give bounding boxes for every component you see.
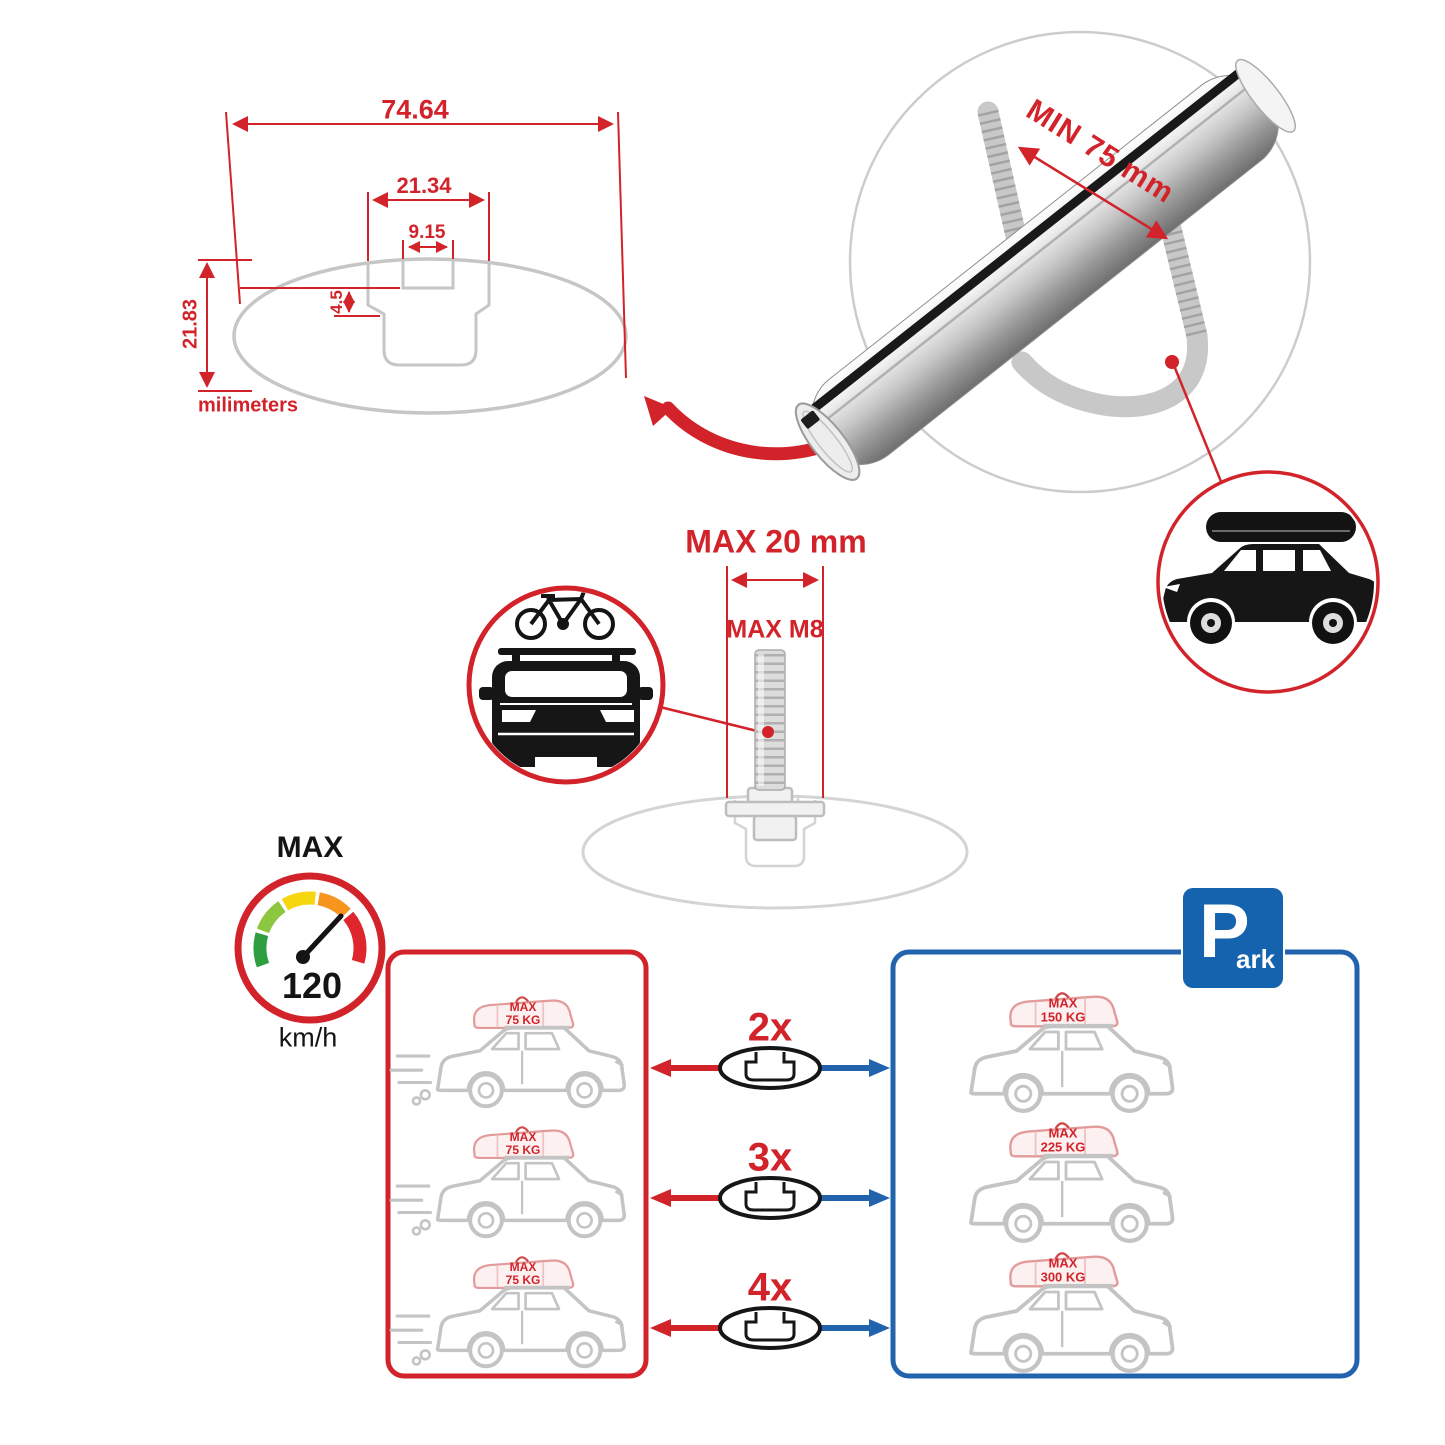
crossbar-profile-icon [744, 1182, 796, 1212]
bolt-diagram [581, 566, 969, 910]
load-label: MAX 75 KG [505, 999, 541, 1027]
roof-crossbar [498, 648, 636, 655]
bar-render [794, 30, 1312, 494]
roof-box [1206, 512, 1356, 542]
gauge-unit: km/h [278, 1022, 338, 1053]
load-max: MAX [509, 1129, 537, 1144]
zoom-circle [848, 30, 1312, 494]
right-arrowhead [869, 1189, 890, 1207]
crossbar-count-row-1 [650, 1046, 890, 1090]
thread-label: MAX M8 [726, 615, 824, 644]
badge-pointer-line [1173, 367, 1224, 485]
dimension-lines [198, 111, 627, 392]
load-value: 300 KG [1040, 1270, 1086, 1285]
crossbar-profile-icon [744, 1052, 796, 1082]
dim-upper-width: 21.34 [396, 173, 452, 198]
load-max: MAX [1048, 1255, 1078, 1271]
count-label-3: 4x [747, 1265, 793, 1310]
load-value: 75 KG [505, 1273, 541, 1287]
left-arrowhead [650, 1059, 671, 1077]
bolt-pointer-line [659, 705, 758, 733]
t-slot-adapter [724, 786, 826, 842]
load-label: MAX 150 KG [1040, 995, 1086, 1026]
bike-car-badge [466, 585, 758, 785]
load-label: MAX 225 KG [1040, 1125, 1086, 1156]
gauge-arc [253, 891, 367, 968]
gauge-title: MAX [276, 831, 344, 864]
threaded-bolt [754, 649, 786, 791]
roofbox-car-badge [1156, 470, 1380, 694]
park-letter: P [1199, 889, 1250, 974]
max-length-label: MAX 20 mm [685, 523, 867, 560]
load-label: MAX 300 KG [1040, 1255, 1086, 1286]
dim-height: 21.83 [179, 298, 202, 350]
cross-section-diagram [198, 111, 852, 461]
load-label: MAX 75 KG [505, 1259, 541, 1287]
bicycle-icon [515, 591, 615, 640]
count-label-2: 3x [747, 1135, 793, 1180]
speed-gauge [234, 872, 386, 1024]
gauge-value: 120 [281, 965, 343, 1006]
load-value: 75 KG [505, 1143, 541, 1157]
load-label: MAX 75 KG [505, 1129, 541, 1157]
load-max: MAX [1048, 1125, 1078, 1141]
gauge-needle [300, 913, 344, 960]
load-max: MAX [509, 1259, 537, 1274]
load-max: MAX [1048, 995, 1078, 1011]
bolt-dimension-lines [726, 566, 824, 798]
dim-total-width: 74.64 [381, 94, 449, 125]
dim-slot-depth: 4.5 [327, 290, 346, 314]
load-value: 75 KG [505, 1013, 541, 1027]
units-label: milimeters [198, 394, 299, 417]
crossbar-count-row-3 [650, 1306, 890, 1350]
crossbar-count-row-2 [650, 1176, 890, 1220]
crossbar-profile-icon [744, 1312, 796, 1342]
right-arrowhead [869, 1319, 890, 1337]
park-sign: P ark [1183, 888, 1283, 988]
load-value: 150 KG [1040, 1010, 1086, 1025]
left-arrowhead [650, 1189, 671, 1207]
swoosh-arrowhead [644, 396, 673, 426]
load-value: 225 KG [1040, 1140, 1086, 1155]
park-suffix: ark [1236, 944, 1276, 974]
u-bolt [977, 101, 1209, 418]
count-label-1: 2x [747, 1005, 793, 1050]
load-max: MAX [509, 999, 537, 1014]
right-arrowhead [869, 1059, 890, 1077]
left-arrowhead [650, 1319, 671, 1337]
min-span-arrow [1017, 146, 1169, 240]
thread-point-dot [762, 726, 774, 738]
dim-slot-width: 9.15 [408, 222, 446, 243]
clamp-point-dot [1165, 355, 1179, 369]
